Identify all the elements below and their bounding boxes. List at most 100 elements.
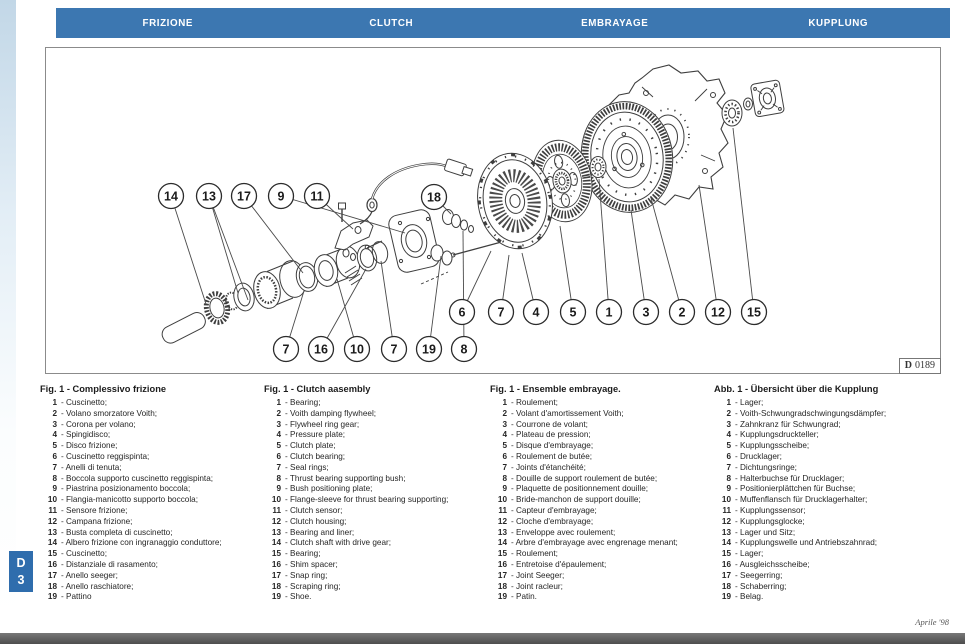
part-label: Shoe. (285, 592, 311, 603)
callout-number: 16 (314, 342, 328, 356)
parts-list-item: 19 Pattino (40, 592, 262, 603)
part-number: 9 (726, 484, 731, 494)
callout-number: 6 (459, 305, 466, 319)
part-number: 7 (52, 462, 57, 472)
callout-number: 18 (427, 190, 441, 204)
parts-list-item: 8 Thrust bearing supporting bush; (264, 474, 486, 485)
parts-list-item: 7 Joints d'étanchéité; (490, 463, 712, 474)
part-label: Courrone de volant; (511, 420, 588, 431)
parts-list-item: 5 Clutch plate; (264, 441, 486, 452)
callout-number: 12 (711, 305, 725, 319)
parts-list-french: Fig. 1 - Ensemble embrayage. 1 Roulement… (490, 384, 712, 603)
parts-list-item: 15 Roulement; (490, 549, 712, 560)
callout-15: 15 (732, 127, 768, 326)
callout-number: 4 (533, 305, 540, 319)
part-label: Dichtungsringe; (735, 463, 797, 474)
parts-list-item: 13 Bearing and liner; (264, 528, 486, 539)
part-number: 13 (721, 527, 731, 537)
part-number: 17 (721, 570, 731, 580)
header-title-french: EMBRAYAGE (581, 17, 649, 29)
parts-list-item: 4 Spingidisco; (40, 430, 262, 441)
part-number: 19 (497, 592, 507, 602)
callout-number: 9 (278, 189, 285, 203)
part-number: 12 (721, 516, 731, 526)
parts-list-item: 6 Drucklager; (714, 452, 936, 463)
part-label: Piastrina posizionamento boccola; (61, 484, 190, 495)
parts-list-item: 10 Bride-manchon de support douille; (490, 495, 712, 506)
part-number: 5 (52, 441, 57, 451)
part-label: Cuscinetto; (61, 549, 107, 560)
part-label: Cuscinetto reggispinta; (61, 452, 149, 463)
parts-list-item: 14 Kupplungswelle und Antriebszahnrad; (714, 538, 936, 549)
part-number: 11 (272, 505, 281, 515)
parts-list-rows: 1 Roulement; 2 Volant d'amortissement Vo… (490, 398, 712, 603)
part-label: Albero frizione con ingranaggio condutto… (61, 538, 222, 549)
part-label: Seegerring; (735, 571, 782, 582)
part-label: Clutch housing; (285, 517, 346, 528)
part-label: Kupplungswelle und Antriebszahnrad; (735, 538, 877, 549)
parts-list-item: 1 Roulement; (490, 398, 712, 409)
parts-list-item: 10 Flange-sleeve for thrust bearing supp… (264, 495, 486, 506)
part-label: Anello raschiatore; (61, 582, 134, 593)
parts-list-item: 19 Shoe. (264, 592, 486, 603)
part-number: 8 (52, 473, 57, 483)
parts-list-item: 13 Lager und Sitz; (714, 528, 936, 539)
part-label: Volano smorzatore Voith; (61, 409, 157, 420)
part-label: Roulement; (511, 398, 558, 409)
part-label: Scraping ring; (285, 582, 341, 593)
part-label: Bearing; (285, 549, 321, 560)
page-bottom-edge (0, 633, 965, 644)
callout-11: 11 (303, 182, 354, 230)
flywheel-drawing (580, 101, 674, 213)
callout-6: 6 (448, 250, 492, 326)
part-number: 13 (47, 527, 57, 537)
parts-list-rows: 1 Bearing; 2 Voith damping flywheel; 3 F… (264, 398, 486, 603)
part-number: 14 (497, 538, 507, 548)
part-label: Cuscinetto; (61, 398, 107, 409)
part-number: 6 (726, 451, 731, 461)
parts-list-item: 19 Belag. (714, 592, 936, 603)
parts-list-item: 17 Joint Seeger; (490, 571, 712, 582)
parts-list-item: 12 Kupplungsglocke; (714, 517, 936, 528)
part-label: Patin. (511, 592, 537, 603)
part-label: Kupplungsglocke; (735, 517, 805, 528)
part-label: Lager; (735, 398, 763, 409)
part-label: Bearing; (285, 398, 321, 409)
part-label: Douille de support roulement de butée; (511, 474, 657, 485)
parts-list-item: 5 Disco frizione; (40, 441, 262, 452)
parts-list-item: 10 Muffenflansch für Drucklagerhalter; (714, 495, 936, 506)
part-label: Campana frizione; (61, 517, 132, 528)
part-number: 10 (721, 495, 731, 505)
callout-1: 1 (595, 178, 623, 326)
part-label: Corona per volano; (61, 420, 136, 431)
part-number: 5 (726, 441, 731, 451)
part-label: Schaberring; (735, 582, 786, 593)
section-tab: D 3 (9, 551, 33, 592)
parts-list-item: 4 Kupplungsdruckteller; (714, 430, 936, 441)
part-label: Cloche d'embrayage; (511, 517, 593, 528)
callout-number: 7 (391, 342, 398, 356)
part-number: 7 (276, 462, 281, 472)
parts-list-item: 5 Disque d'embrayage; (490, 441, 712, 452)
callout-10: 10 (336, 278, 371, 363)
part-number: 4 (52, 430, 57, 440)
parts-list-item: 12 Clutch housing; (264, 517, 486, 528)
part-number: 1 (502, 398, 507, 407)
figure-code-number: 0189 (915, 360, 935, 371)
parts-list-item: 6 Clutch bearing; (264, 452, 486, 463)
parts-list-item: 6 Cuscinetto reggispinta; (40, 452, 262, 463)
part-number: 16 (721, 559, 731, 569)
parts-list-item: 9 Piastrina posizionamento boccola; (40, 484, 262, 495)
parts-list-item: 9 Positionierplättchen für Buchse; (714, 484, 936, 495)
part-number: 19 (721, 592, 731, 602)
washer-set-drawing (430, 209, 474, 266)
parts-list-item: 2 Voith damping flywheel; (264, 409, 486, 420)
parts-list-item: 2 Volant d'amortissement Voith; (490, 409, 712, 420)
parts-list-item: 3 Flywheel ring gear; (264, 420, 486, 431)
part-number: 16 (47, 559, 57, 569)
part-label: Boccola supporto cuscinetto reggispinta; (61, 474, 213, 485)
part-number: 8 (726, 473, 731, 483)
callout-number: 15 (747, 305, 761, 319)
